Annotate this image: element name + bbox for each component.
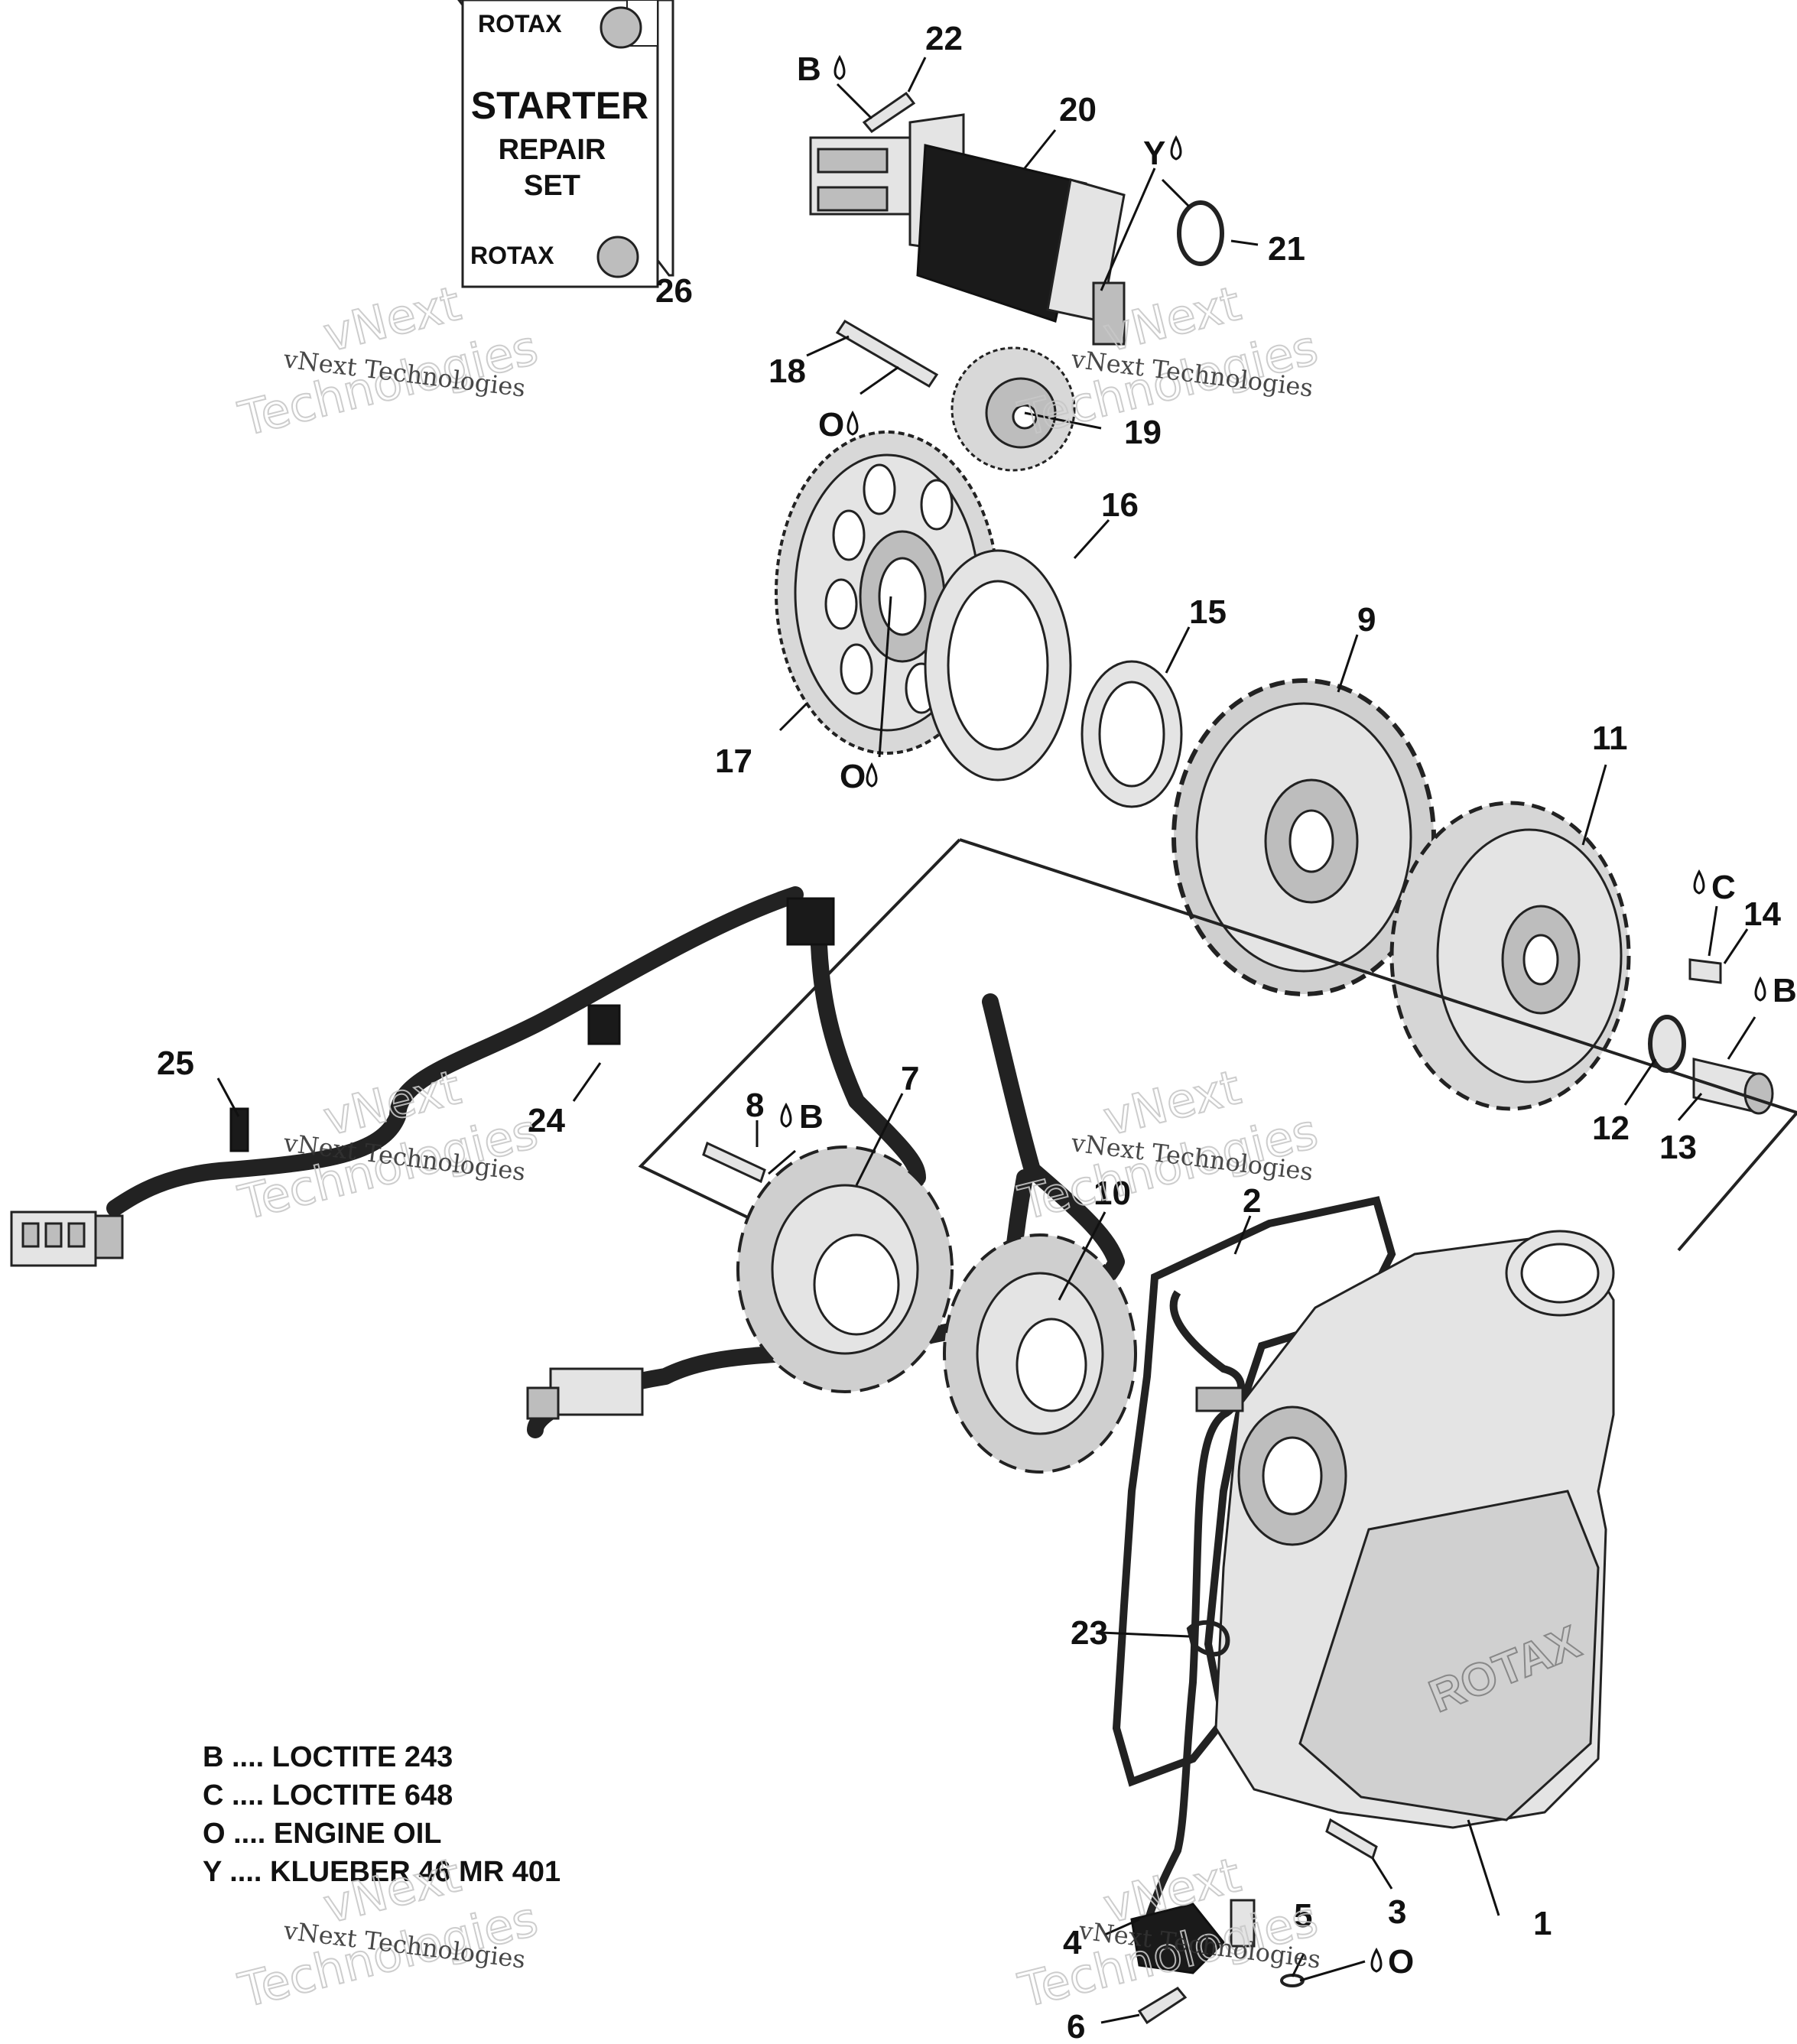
- drop-icon: [1693, 869, 1705, 895]
- legend-item-c: C .... LOCTITE 648: [203, 1779, 453, 1812]
- breather-pipe-part: [1136, 1290, 1245, 1958]
- callout-26: 26: [655, 272, 693, 310]
- mark-o-sensor: O: [1388, 1943, 1414, 1981]
- callout-10: 10: [1093, 1175, 1131, 1212]
- mark-o-gear17: O: [840, 758, 866, 795]
- watermark-4: vNext Technologies vNext Technologies: [1012, 1058, 1324, 1232]
- legend: B .... LOCTITE 243 C .... LOCTITE 648 O …: [203, 1741, 561, 1888]
- mark-y-starter: Y: [1143, 135, 1165, 172]
- card-brand-bottom: ROTAX: [470, 242, 554, 269]
- drop-icons: [780, 54, 1766, 1973]
- washer-12-part: [1648, 1015, 1686, 1073]
- callout-20: 20: [1059, 91, 1097, 128]
- idler-gear-19-part: [950, 346, 1076, 472]
- callout-4: 4: [1063, 1924, 1082, 1961]
- drop-icon: [866, 762, 878, 788]
- callout-25: 25: [157, 1045, 194, 1082]
- harness-connector-part: [10, 1210, 124, 1267]
- card-line3: SET: [524, 170, 580, 202]
- callout-1: 1: [1533, 1905, 1552, 1942]
- mark-c-bolt14: C: [1711, 869, 1736, 906]
- drop-icon: [847, 410, 859, 436]
- gasket-2-part: [1112, 1196, 1396, 1787]
- assembly-bracket-line: [959, 838, 1797, 1114]
- bolt-14-part: [1688, 958, 1722, 984]
- sensor-connector-part: [1195, 1386, 1244, 1412]
- callout-numbers: 1 2 3 4 5 6 7 8 9 10 11 12 13 14 15 16 1…: [157, 20, 1781, 2044]
- callout-12: 12: [1592, 1110, 1630, 1147]
- o-ring-21-part: [1177, 200, 1224, 266]
- card-title: STARTER: [471, 84, 648, 127]
- starter-motor-part: [809, 113, 1126, 346]
- bolt-3-part: [1325, 1818, 1378, 1860]
- callout-6: 6: [1067, 2008, 1085, 2044]
- mark-b-bolt13: B: [1773, 972, 1797, 1009]
- callout-14: 14: [1743, 895, 1781, 933]
- callout-16: 16: [1101, 486, 1139, 524]
- legend-item-o: O .... ENGINE OIL: [203, 1818, 441, 1850]
- bolt-6-part: [1137, 1987, 1188, 2025]
- legend-item-b: B .... LOCTITE 243: [203, 1741, 453, 1773]
- mark-o-pin18: O: [818, 406, 844, 444]
- callout-21: 21: [1268, 230, 1305, 268]
- brp-logo-top-icon: [600, 6, 642, 49]
- callout-8: 8: [746, 1087, 764, 1124]
- callout-23: 23: [1071, 1614, 1108, 1652]
- callout-11: 11: [1592, 720, 1628, 757]
- sensor-4-part: [1130, 1899, 1256, 1974]
- callout-17: 17: [715, 743, 752, 780]
- pin-18-part: [835, 319, 939, 388]
- compound-marks: B Y O O C B B O: [797, 50, 1797, 1981]
- legend-item-y: Y .... KLUEBER 46 MR 401: [203, 1856, 561, 1888]
- drop-icon: [1370, 1947, 1383, 1973]
- card-brand-top: ROTAX: [478, 10, 562, 37]
- assembly-bracket-line-left: [638, 838, 961, 1229]
- callout-9: 9: [1357, 601, 1376, 639]
- bolt-13-part: [1692, 1058, 1774, 1115]
- callout-5: 5: [1294, 1897, 1312, 1935]
- starter-repair-set-card: ROTAX STARTER REPAIR SET ROTAX: [457, 0, 674, 288]
- tie-25-part: [229, 1107, 249, 1152]
- magneto-cover-1-part: ROTAX: [1214, 1230, 1615, 1829]
- watermark-1: vNext Technologies vNext Technologies: [232, 275, 544, 448]
- callout-7: 7: [901, 1060, 919, 1097]
- callout-2: 2: [1243, 1182, 1261, 1220]
- assembly-bracket-line-right: [1677, 1111, 1797, 1252]
- callout-18: 18: [769, 353, 806, 390]
- drop-icon: [834, 54, 846, 80]
- stator-connector-part: [526, 1367, 644, 1420]
- bolt-22-part: [862, 91, 916, 134]
- clip-23-part: [1186, 1620, 1230, 1657]
- drop-icon: [780, 1102, 792, 1128]
- callout-3: 3: [1388, 1893, 1406, 1931]
- callout-19: 19: [1124, 414, 1162, 451]
- mark-b-bolt22: B: [797, 50, 821, 88]
- callout-22: 22: [925, 20, 963, 57]
- callout-13: 13: [1659, 1129, 1697, 1166]
- stator-10-part: [943, 1233, 1137, 1474]
- watermark-3: vNext Technologies vNext Technologies: [232, 1058, 544, 1232]
- callout-15: 15: [1189, 593, 1227, 631]
- clip-24-part: [587, 1004, 621, 1045]
- card-line2: REPAIR: [499, 134, 606, 166]
- rotor-11-part: [1389, 801, 1631, 1111]
- drop-icon: [1170, 135, 1182, 161]
- mark-b-bolt8: B: [799, 1098, 824, 1136]
- drop-icon: [1754, 976, 1766, 1002]
- bolt-8-part: [702, 1141, 766, 1184]
- rotor-9-part: [1171, 678, 1436, 996]
- stator-7-part: [736, 1145, 954, 1393]
- leader-lines: [216, 57, 1756, 2024]
- sprag-plate-16-part: [924, 549, 1072, 782]
- brp-logo-bottom-icon: [596, 236, 639, 278]
- callout-24: 24: [528, 1102, 565, 1139]
- bearing-15-part: [1080, 660, 1183, 808]
- o-ring-5-part: [1280, 1974, 1305, 1987]
